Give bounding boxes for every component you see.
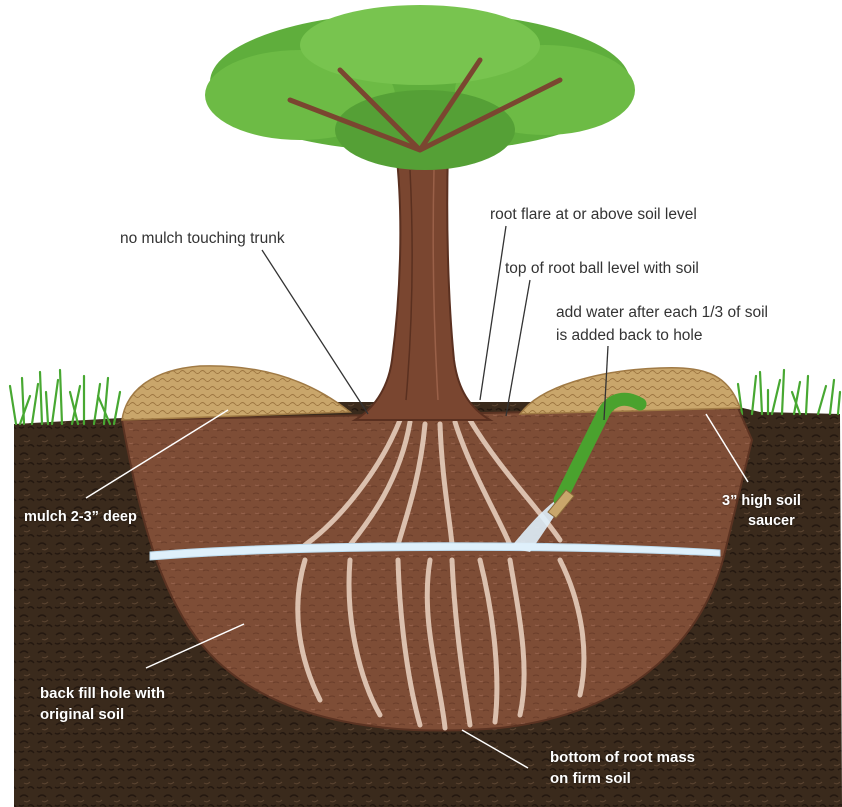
label-bottom-line1: bottom of root mass bbox=[550, 748, 695, 768]
label-backfill-line2: original soil bbox=[40, 705, 124, 725]
leader-root-flare bbox=[480, 226, 506, 400]
label-backfill-line1: back fill hole with bbox=[40, 684, 165, 704]
label-root-ball: top of root ball level with soil bbox=[505, 258, 699, 280]
label-water-line2: is added back to hole bbox=[556, 325, 703, 347]
mulch-right bbox=[520, 368, 740, 414]
label-saucer-line1: 3” high soil bbox=[722, 492, 801, 511]
label-mulch: mulch 2-3” deep bbox=[24, 508, 137, 527]
label-root-flare: root flare at or above soil level bbox=[490, 204, 697, 226]
leader-root-ball bbox=[506, 280, 530, 416]
mulch-left bbox=[122, 366, 350, 420]
tree-trunk bbox=[355, 150, 490, 420]
grass-left bbox=[10, 370, 120, 424]
label-saucer-line2: saucer bbox=[748, 512, 795, 531]
label-bottom-line2: on firm soil bbox=[550, 769, 631, 789]
grass-right bbox=[738, 370, 840, 414]
label-water-line1: add water after each 1/3 of soil bbox=[556, 302, 768, 324]
label-no-mulch: no mulch touching trunk bbox=[120, 228, 285, 250]
tree-canopy bbox=[205, 5, 635, 170]
